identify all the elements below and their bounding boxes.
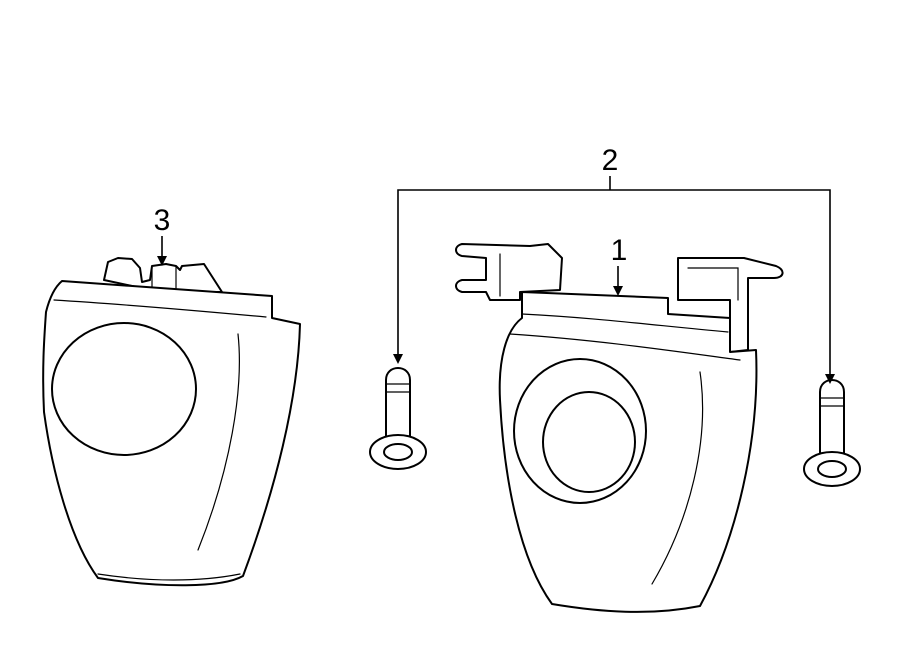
- callout-label-2: 2: [602, 144, 619, 177]
- fog-lamp-right-part: [455, 243, 784, 613]
- screw-left-shank: [385, 367, 411, 441]
- fog-lamp-left-part: [42, 257, 301, 587]
- callout-label-3: 3: [154, 204, 171, 237]
- housing-right-line-inner: [509, 333, 741, 361]
- housing-edge-line-top: [53, 299, 267, 318]
- lamp-lens-left: [51, 322, 197, 456]
- connector-tabs-left: [103, 257, 223, 293]
- screw-left-thread-lines: [385, 383, 411, 393]
- screw-right-thread-lines: [819, 397, 845, 407]
- callout-2-leader: [393, 176, 835, 384]
- callout-1-arrowhead: [613, 286, 623, 296]
- callout-2-arrowhead-left: [393, 354, 403, 364]
- callout-3-arrowhead: [157, 256, 167, 266]
- callout-1-leader: [613, 266, 623, 296]
- housing-right-line-top: [521, 313, 729, 333]
- housing-edge-line-bottom: [97, 573, 241, 581]
- connector-tab-edge: [151, 265, 177, 291]
- housing-edge-line-side: [197, 333, 240, 551]
- housing-right-line-side: [651, 371, 704, 585]
- screw-right-shank: [819, 379, 845, 459]
- bracket-right-edge: [687, 267, 739, 301]
- screw-left-head-recess: [383, 443, 413, 461]
- mounting-bracket-left: [455, 243, 563, 301]
- callout-label-1: 1: [611, 234, 628, 267]
- callout-2-arrowhead-right: [825, 374, 835, 384]
- screw-right-part: [803, 379, 861, 487]
- lamp-lens-inner-right: [542, 391, 636, 493]
- screw-right-head-recess: [817, 460, 847, 478]
- screw-left-part: [369, 367, 427, 470]
- callout-3-leader: [157, 236, 167, 266]
